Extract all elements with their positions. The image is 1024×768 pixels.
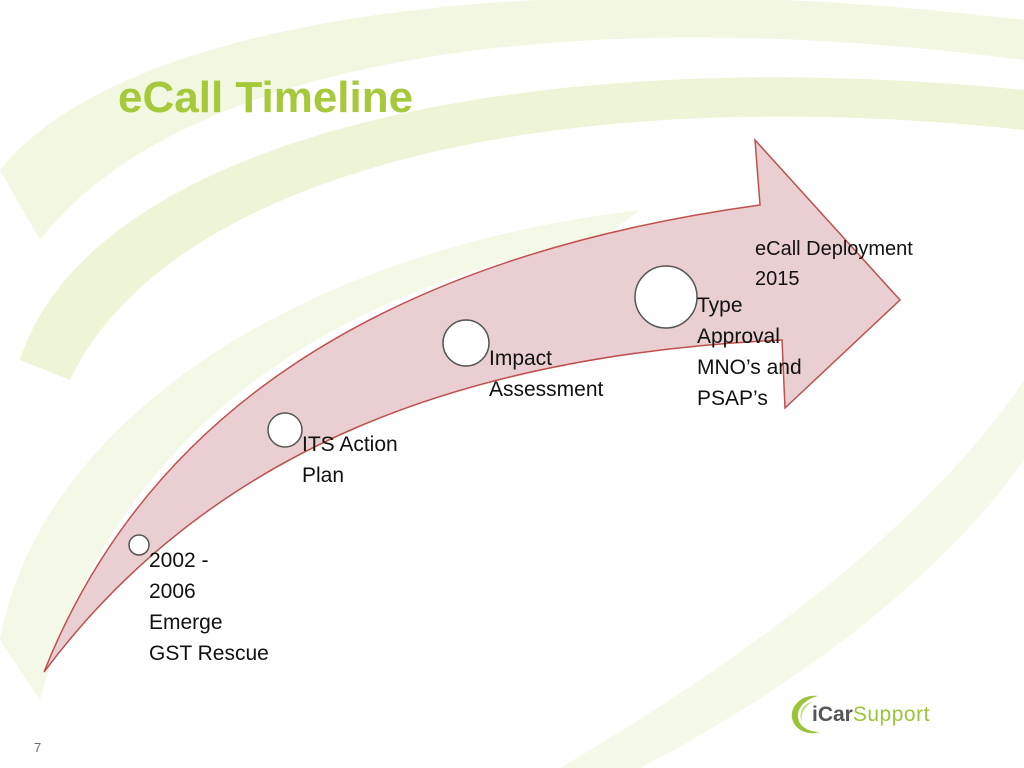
- milestone-circle-3: [442, 319, 490, 367]
- icarsupport-logo: iCarSupport: [788, 690, 988, 740]
- milestone-circle-4: [634, 265, 698, 329]
- swoosh-inner: [0, 210, 640, 700]
- milestone-circle-1: [128, 534, 150, 556]
- logo-text-support: Support: [852, 703, 930, 726]
- swoosh-middle: [20, 77, 1024, 380]
- milestone-label-its-action-plan: ITS Action Plan: [302, 433, 398, 487]
- logo-swirl-icon: [791, 695, 820, 734]
- swoosh-outer: [0, 0, 1024, 240]
- logo-wordmark: iCarSupport: [812, 702, 930, 728]
- slide-title: eCall Timeline: [118, 73, 414, 122]
- milestone-label-2002: 2002 - 2006 Emerge GST Rescue: [149, 549, 269, 665]
- logo-text-icar: iCar: [812, 703, 853, 726]
- milestone-markers: [128, 265, 698, 556]
- milestone-label-type-approval: Type Approval MNO’s and PSAP’s: [697, 294, 802, 410]
- milestone-label-impact-assessment: Impact Assessment: [489, 347, 604, 401]
- page-number: 7: [34, 740, 42, 755]
- milestone-circle-2: [267, 412, 303, 448]
- destination-label-deployment: eCall Deployment 2015: [755, 238, 913, 290]
